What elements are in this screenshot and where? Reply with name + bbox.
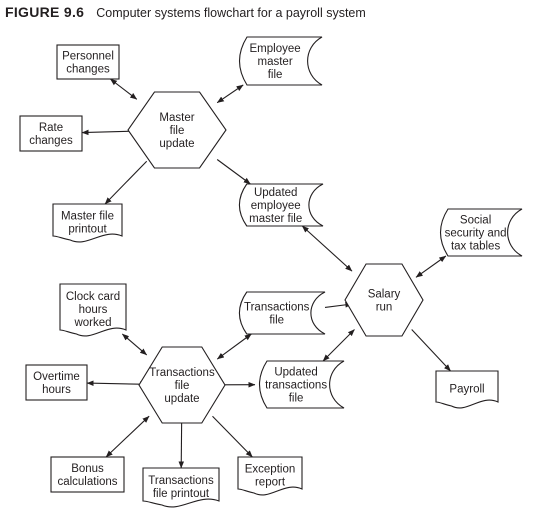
file-storage-shape (238, 36, 323, 86)
process-hexagon (138, 346, 226, 424)
node-label-line: hours (79, 304, 108, 316)
node-label-line: update (159, 138, 194, 150)
node-label-line: report (255, 477, 286, 489)
edge-clock-card-hours-to-transactions-file-update (121, 333, 148, 356)
node-label-line: printout (68, 224, 107, 236)
process-box (56, 44, 120, 80)
node-label-line: file (170, 125, 185, 137)
process-box (50, 456, 125, 493)
node-label-line: file (268, 69, 283, 81)
node-payroll: Payroll (435, 370, 499, 409)
edge-updated-employee-master-file-to-salary-run (301, 225, 353, 272)
node-label-line: Master (159, 112, 194, 124)
file-storage-shape (238, 291, 326, 335)
node-label-line: file printout (153, 488, 210, 500)
edge-master-file-update-to-employee-master-file (216, 84, 244, 104)
node-label-line: update (164, 393, 199, 405)
file-storage-shape (238, 183, 324, 227)
node-label-line: transactions (265, 380, 327, 392)
node-label-line: tax tables (451, 241, 500, 253)
node-label-line: Personnel (62, 51, 114, 63)
document-shape (142, 467, 220, 508)
node-label-line: security and (445, 228, 507, 240)
node-label-line: Rate (39, 122, 63, 134)
node-label-line: calculations (57, 476, 117, 488)
node-label-line: Transactions (149, 367, 215, 379)
process-box (25, 364, 88, 401)
edge-salary-run-to-payroll (411, 329, 452, 372)
file-storage-shape (439, 208, 523, 257)
edge-transactions-file-update-to-exception-report (212, 415, 253, 458)
node-label-line: Employee (250, 43, 301, 55)
edge-salary-run-to-updated-transactions-file (322, 329, 355, 362)
document-shape (59, 283, 127, 337)
node-label-line: file (269, 315, 284, 327)
node-label-line: Clock card (66, 291, 120, 303)
node-label-line: hours (42, 384, 71, 396)
node-label-line: Overtime (33, 371, 80, 383)
edge-transactions-file-update-to-transactions-file (216, 333, 252, 360)
node-label-line: Salary (368, 289, 401, 301)
node-label-line: file (289, 393, 304, 405)
edge-master-file-update-to-master-file-printout (104, 160, 148, 205)
process-hexagon (127, 91, 227, 169)
node-label-line: changes (66, 64, 110, 76)
node-label-line: Exception (245, 464, 296, 476)
node-label-line: Bonus (71, 463, 104, 475)
node-label-line: master file (249, 213, 302, 225)
edge-social-security-tables-to-salary-run (415, 255, 447, 278)
node-label-line: Updated (254, 187, 297, 199)
node-label-line: master (258, 56, 293, 68)
node-label-line: Transactions (244, 302, 310, 314)
node-label-line: Master file (61, 211, 114, 223)
process-box (19, 115, 83, 152)
figure-caption: FIGURE 9.6 Computer systems flowchart for… (5, 4, 366, 22)
node-label-line: file (175, 380, 190, 392)
file-storage-shape (258, 360, 345, 409)
edge-bonus-calculations-to-transactions-file-update (105, 415, 150, 458)
node-label-line: worked (73, 317, 111, 329)
figure-number: FIGURE 9.6 (5, 4, 85, 20)
node-label-line: Transactions (148, 475, 214, 487)
document-shape (52, 203, 123, 243)
node-label-line: Social (460, 215, 491, 227)
edge-master-file-update-to-updated-employee-master-file (216, 159, 251, 185)
process-hexagon (344, 263, 424, 337)
node-label-line: Updated (274, 367, 317, 379)
figure-title: Computer systems flowchart for a payroll… (96, 6, 366, 20)
edge-overtime-hours-to-transactions-file-update (86, 380, 148, 387)
edge-personnel-changes-to-master-file-update (109, 78, 138, 100)
edge-transactions-file-update-to-transactions-file-printout (178, 416, 185, 469)
node-label-line: changes (29, 135, 73, 147)
node-label-line: employee (251, 200, 301, 212)
document-shape (237, 456, 303, 496)
node-label-line: Payroll (449, 384, 484, 396)
node-label-line: run (376, 302, 393, 314)
document-shape (435, 370, 499, 409)
edge-rate-changes-to-master-file-update (81, 128, 138, 136)
